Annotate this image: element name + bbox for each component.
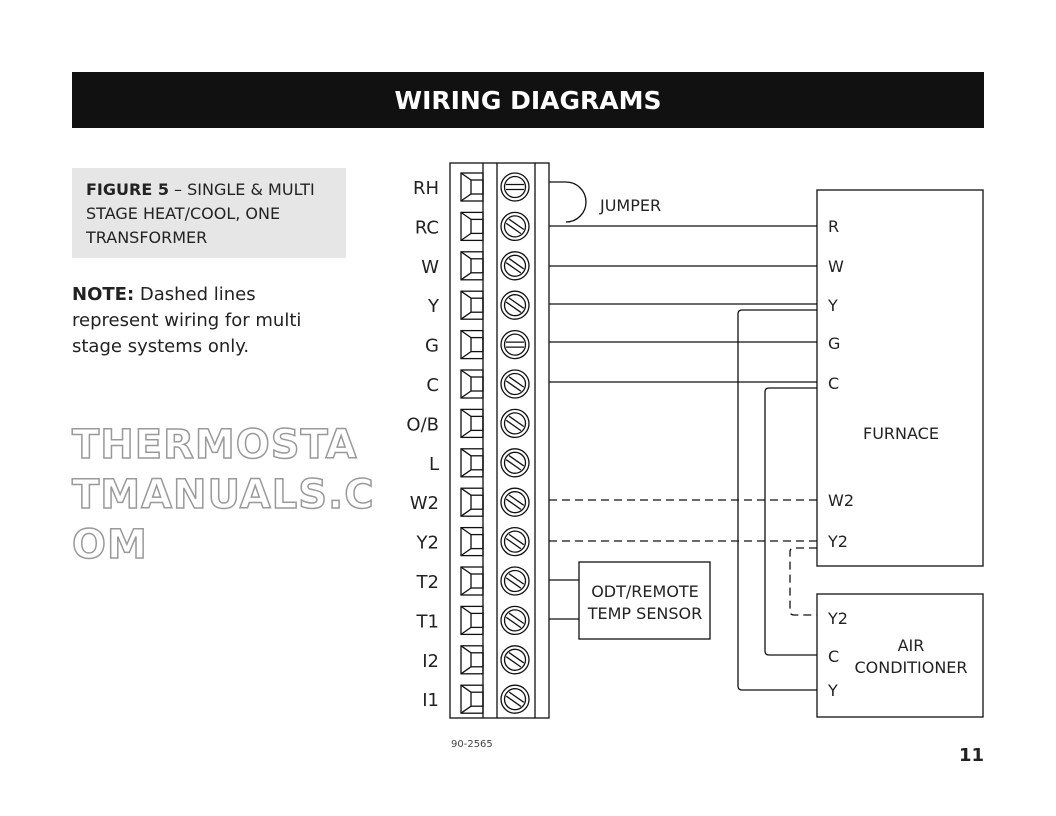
terminal-ob	[460, 408, 530, 439]
terminal-label: C	[426, 375, 439, 396]
note-label: NOTE:	[72, 284, 135, 305]
screw-icon	[500, 448, 530, 478]
ac-label-1: AIR	[898, 636, 925, 655]
screw-icon	[500, 605, 530, 636]
note: NOTE: Dashed lines represent wiring for …	[72, 282, 332, 360]
wire-ac-c	[764, 387, 817, 656]
figure-label: FIGURE 5	[86, 180, 169, 199]
terminal-t1	[460, 605, 530, 636]
jumper-label: JUMPER	[599, 196, 661, 215]
terminal-c	[460, 369, 530, 399]
sensor-label-1: ODT/REMOTE	[591, 582, 699, 601]
wire-ac-y2	[789, 547, 817, 616]
screw-icon	[500, 408, 530, 439]
terminal-y2	[460, 526, 530, 557]
ac-terminal-y2: Y2	[827, 609, 848, 628]
terminal-label: Y	[427, 296, 440, 317]
terminal-rh	[460, 172, 530, 202]
terminal-i1	[460, 684, 530, 714]
sensor-box	[578, 561, 711, 640]
terminal-label: L	[429, 454, 439, 475]
ac-terminal-y: Y	[827, 681, 838, 700]
wire-ac-y	[737, 309, 817, 691]
terminal-label: O/B	[406, 414, 439, 435]
terminal-l	[460, 448, 530, 478]
terminal-label: T1	[416, 611, 439, 632]
furnace-terminal-y2: Y2	[827, 532, 848, 551]
terminal-y	[460, 290, 530, 320]
page-title: WIRING DIAGRAMS	[72, 72, 984, 128]
furnace-terminal-g: G	[828, 334, 840, 353]
screw-icon	[500, 684, 530, 714]
ac-terminal-c: C	[828, 647, 839, 666]
furnace-terminal-r: R	[828, 217, 839, 236]
screw-icon	[500, 172, 530, 202]
screw-icon	[500, 329, 530, 360]
screw-icon	[500, 566, 530, 596]
watermark: THERMOSTATMANUALS.COM	[71, 421, 375, 569]
document-code: 90-2565	[451, 739, 493, 750]
terminal-g	[460, 329, 530, 360]
furnace-terminal-w: W	[828, 257, 844, 276]
screw-icon	[500, 369, 530, 399]
terminal-label: G	[425, 336, 439, 357]
screw-icon	[500, 251, 530, 281]
page-number: 11	[958, 745, 984, 766]
terminal-rc	[460, 211, 530, 242]
terminal-label: RC	[415, 217, 439, 238]
ac-label-2: CONDITIONER	[854, 658, 967, 677]
furnace-terminal-c: C	[828, 374, 839, 393]
terminal-w2	[460, 487, 530, 517]
furnace-label: FURNACE	[863, 424, 939, 443]
terminal-i2	[460, 645, 530, 675]
furnace-terminal-y: Y	[827, 296, 838, 315]
screw-icon	[500, 487, 530, 517]
terminal-label: I2	[422, 651, 439, 672]
figure-text: – SINGLE & MULTI STAGE HEAT/COOL, ONE TR…	[86, 180, 315, 247]
furnace-box	[816, 189, 984, 567]
terminal-label: W2	[410, 493, 439, 514]
screw-icon	[500, 290, 530, 320]
screw-icon	[500, 645, 530, 675]
terminal-w	[460, 251, 530, 281]
ac-box	[816, 593, 984, 718]
furnace-terminal-w2: W2	[828, 491, 854, 510]
figure-caption: FIGURE 5 – SINGLE & MULTI STAGE HEAT/COO…	[72, 168, 346, 258]
note-text: Dashed lines represent wiring for multi …	[72, 284, 302, 357]
terminal-block	[449, 162, 550, 719]
screw-icon	[500, 211, 530, 242]
terminal-label: W	[421, 257, 439, 278]
terminal-label: RH	[413, 178, 439, 199]
terminal-label: T2	[416, 572, 439, 593]
jumper-wire	[549, 181, 587, 223]
sensor-label-2: TEMP SENSOR	[587, 604, 703, 623]
terminal-label: I1	[422, 690, 439, 711]
screw-icon	[500, 526, 530, 557]
terminal-label: Y2	[416, 533, 439, 554]
terminal-t2	[460, 566, 530, 596]
